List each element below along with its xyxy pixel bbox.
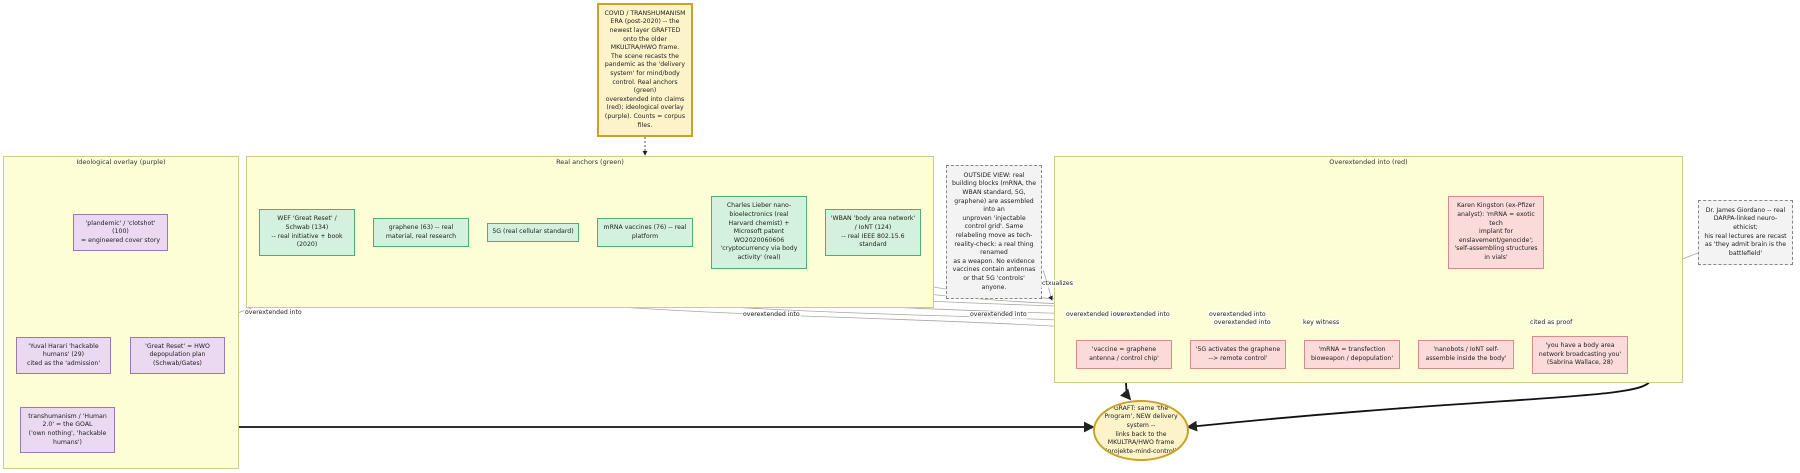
node-transhumanism: transhumanism / 'Human 2.0' = the GOAL (…	[20, 407, 115, 453]
node-5g-activates: '5G activates the graphene --> remote co…	[1190, 340, 1286, 369]
cluster-real-anchors: Real anchors (green)	[246, 156, 934, 308]
node-nanobots: 'nanobots / IoNT self- assemble inside t…	[1418, 340, 1514, 369]
edge-label-graphene: overextended into	[742, 311, 801, 319]
node-lieber-microsoft: Charles Lieber nano- bioelectronics (rea…	[711, 196, 807, 269]
edge-label-mrna: overextended into	[1065, 311, 1124, 319]
edge-label-ctxualizes: ctxualizes	[1041, 280, 1074, 288]
cluster-title: Ideological overlay (purple)	[76, 158, 166, 166]
outside-view-note: OUTSIDE VIEW: real building blocks (mRNA…	[946, 165, 1042, 299]
giordano-note: Dr. James Giordano -- real DARPA-linked …	[1698, 200, 1793, 265]
node-graphene: graphene (63) -- real material, real res…	[373, 218, 469, 247]
edge-label-cited-as-proof: cited as proof	[1529, 319, 1574, 327]
cluster-title: Real anchors (green)	[556, 158, 624, 166]
node-body-area-network: 'you have a body area network broadcasti…	[1532, 336, 1628, 374]
node-graft: GRAFT: same 'the Program', NEW delivery …	[1093, 400, 1189, 461]
node-harari: 'Yuval Harari 'hackable humans' (29) cit…	[16, 337, 111, 374]
node-wef-great-reset: WEF 'Great Reset' / Schwab (134) -- real…	[259, 209, 355, 256]
node-great-reset-hwo: 'Great Reset' = HWO depopulation plan (S…	[130, 337, 225, 374]
node-wban: 'WBAN 'body area network' / IoNT (124) -…	[825, 209, 921, 256]
node-vaccine-graphene: 'vaccine = graphene antenna / control ch…	[1076, 340, 1172, 369]
node-karen-kingston: Karen Kingston (ex-Pfizer analyst): 'mRN…	[1448, 196, 1544, 269]
header-note: COVID / TRANSHUMANISM ERA (post-2020) --…	[597, 3, 693, 137]
edge-label-key-witness: key witness	[1302, 319, 1341, 327]
node-5g: 5G (real cellular standard)	[487, 223, 579, 242]
node-mrna-transfection: 'mRNA = transfection bioweapon / depopul…	[1304, 340, 1400, 369]
edge-label-wban-nanobots: overextended into	[1213, 319, 1272, 327]
cluster-title: Overextended into (red)	[1329, 158, 1408, 166]
node-mrna-vaccines: mRNA vaccines (76) -- real platform	[597, 218, 693, 247]
edge-label-wef: overextended into	[244, 309, 303, 317]
edge-label-lieber: overextended into	[1112, 311, 1171, 319]
node-plandemic: 'plandemic' / 'clotshot' (100) = enginee…	[73, 214, 168, 251]
edge-label-5g: overextended into	[969, 311, 1028, 319]
edge-label-wban-body: overextended into	[1208, 311, 1267, 319]
